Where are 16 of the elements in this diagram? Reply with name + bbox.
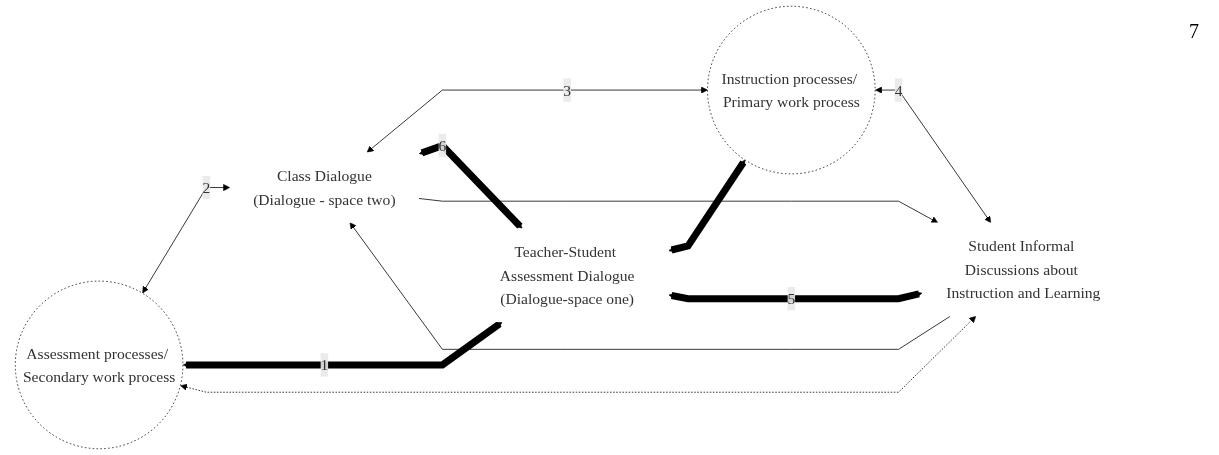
arrow (182, 321, 503, 369)
arrow (668, 159, 747, 254)
arrow (668, 290, 923, 303)
node-circle: Instruction processes/ Primary work process (707, 5, 876, 175)
edge-label: 3 (563, 81, 572, 99)
edge-label: 5 (787, 290, 796, 308)
arrow (419, 141, 523, 229)
node-circle: Assessment processes/ Secondary work process (14, 280, 184, 450)
node-text: Student Informal Discussions about Instruction and Learning (946, 237, 1101, 302)
edge-number: 7 (1189, 20, 1199, 43)
edge-label: 1 (320, 356, 329, 374)
node-text: Class Dialogue (Dialogue - space two) (253, 167, 396, 208)
edge-label: 2 (202, 178, 211, 197)
edge-label: 6 (438, 137, 447, 155)
edge-label: 4 (894, 81, 903, 99)
node-text: Teacher-Student Assessment Dialogue (Dialogue-space one) (499, 243, 635, 308)
